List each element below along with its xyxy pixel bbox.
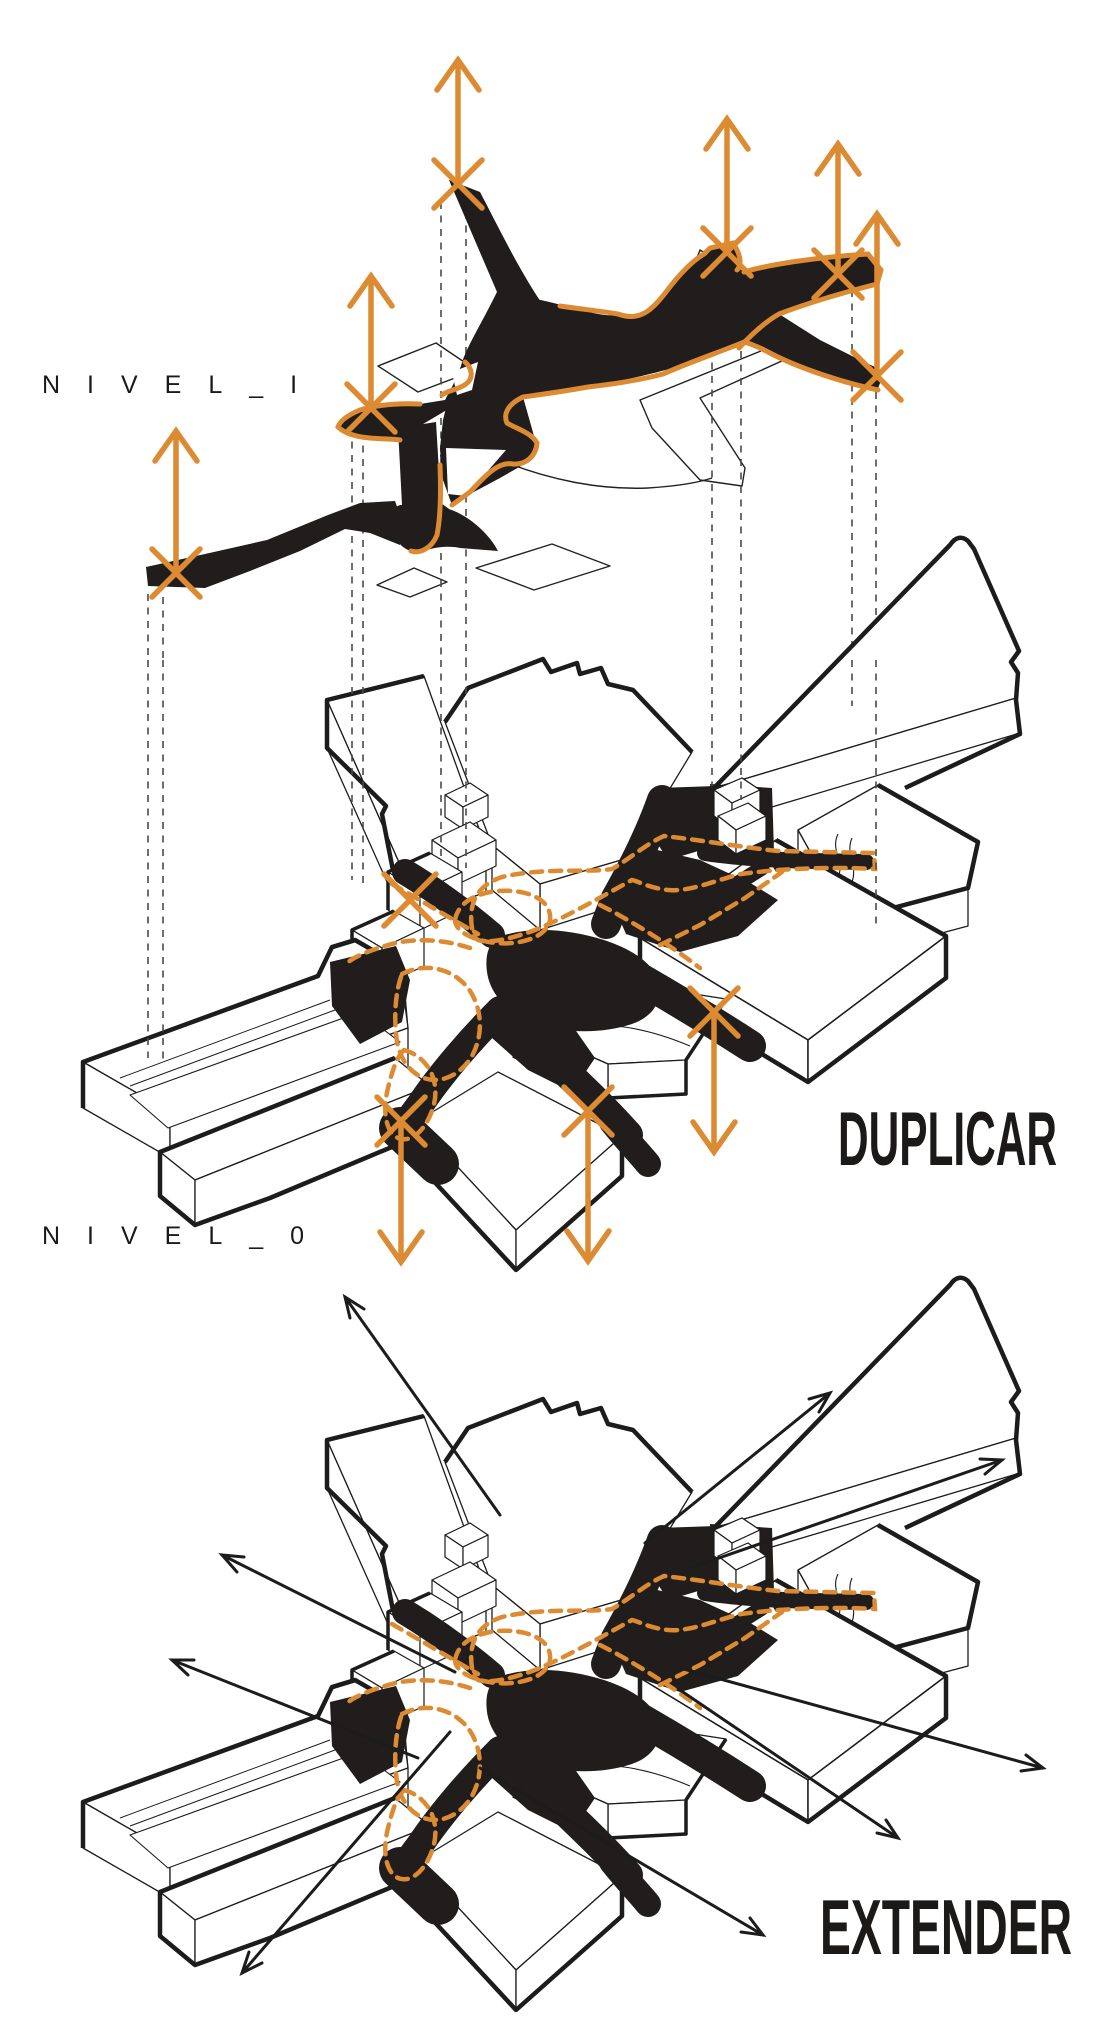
svg-text:DUPLICAR: DUPLICAR [838, 1097, 1057, 1182]
svg-text:NIVEL_0: NIVEL_0 [42, 1222, 331, 1250]
svg-text:EXTENDER: EXTENDER [820, 1883, 1072, 1971]
svg-text:NIVEL_I: NIVEL_I [42, 371, 324, 399]
